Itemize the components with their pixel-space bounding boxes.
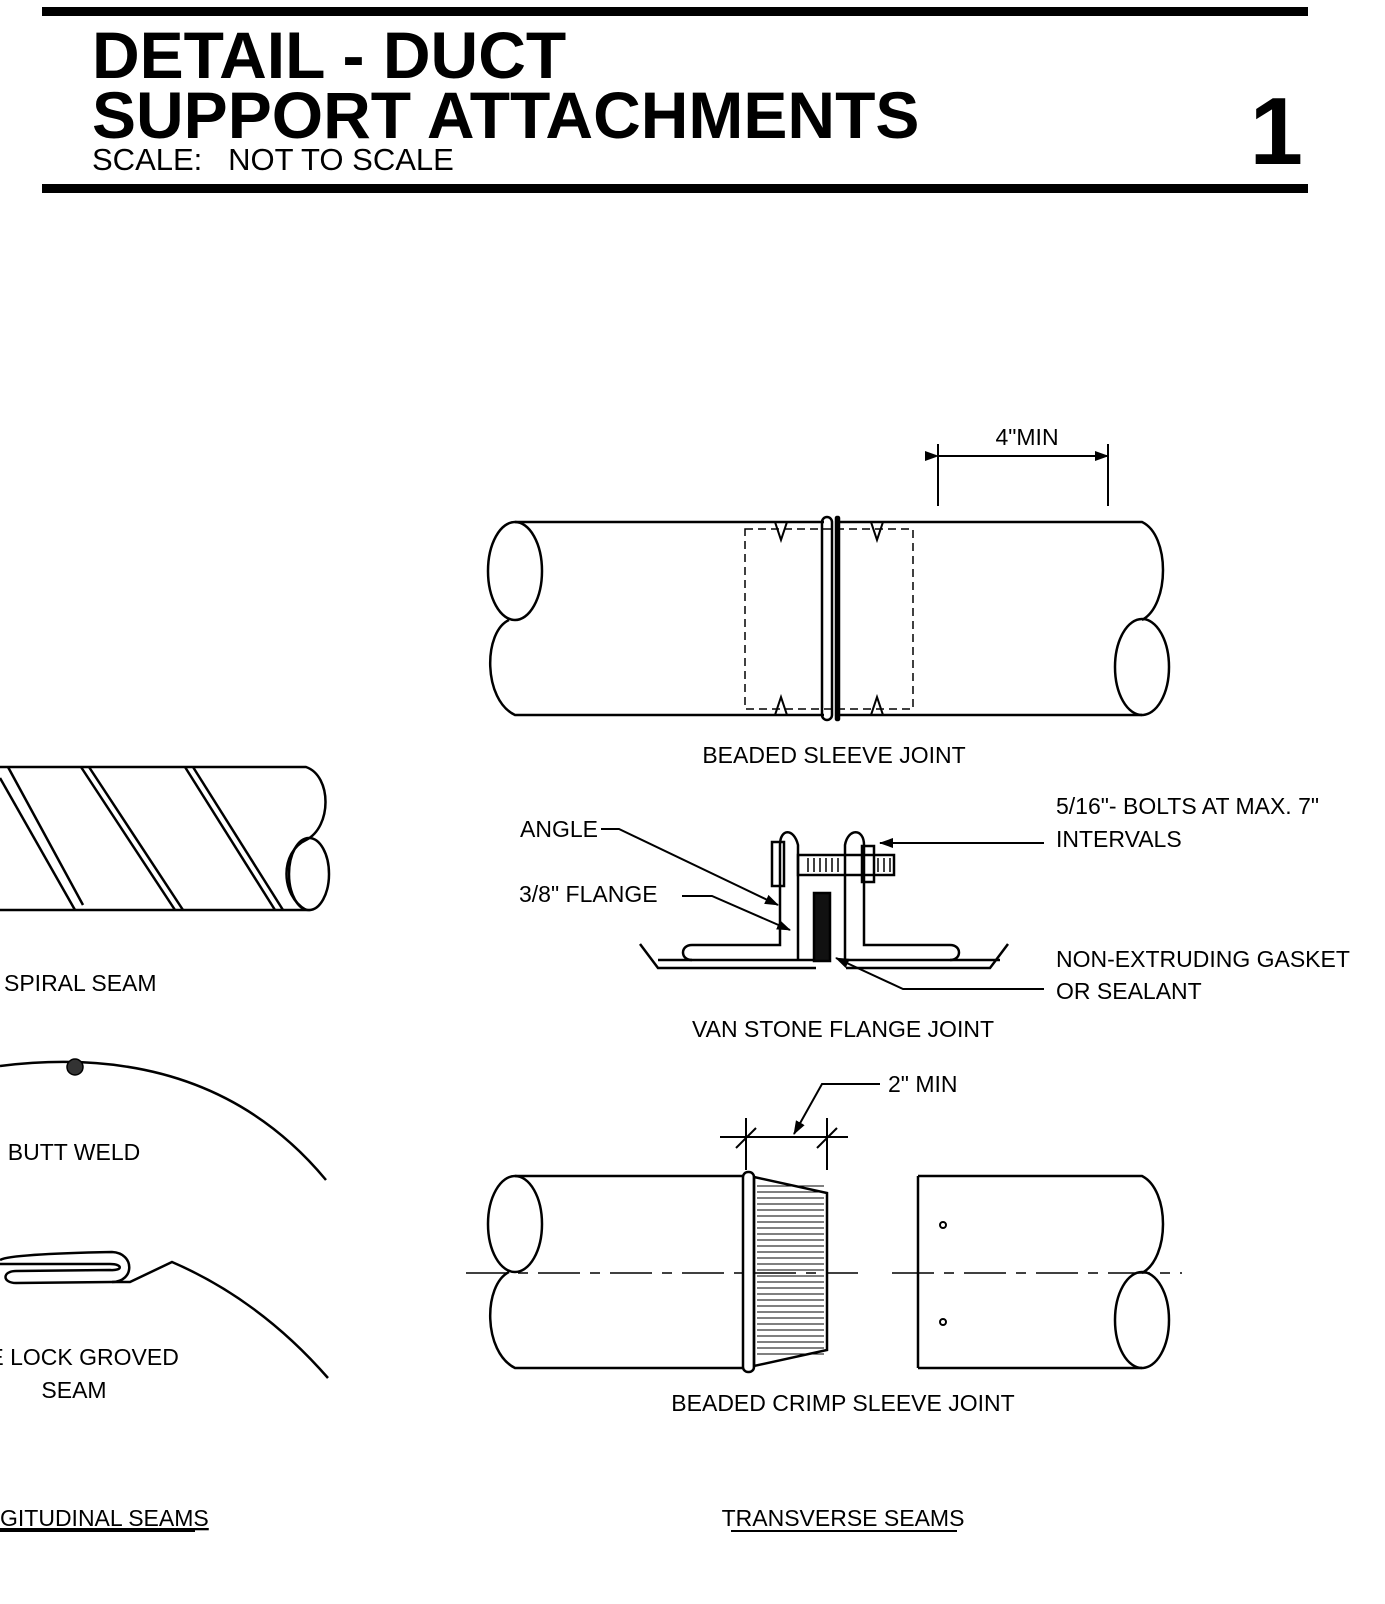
gasket <box>812 891 832 963</box>
spiral-seam-lines <box>0 766 285 911</box>
lock-groove-label-line-2: SEAM <box>41 1377 106 1403</box>
leader-lines <box>601 828 1044 990</box>
duct-walls <box>639 943 1009 970</box>
transverse-seams-heading: TRANSVERSE SEAMS <box>722 1505 965 1531</box>
butt-weld-label: BUTT WELD <box>8 1139 140 1165</box>
lock-groove-section <box>0 1250 329 1379</box>
bolts-label-line-1: 5/16"- BOLTS AT MAX. 7" <box>1056 793 1319 819</box>
scale-line: SCALE: NOT TO SCALE <box>92 143 454 177</box>
title-top-rule <box>42 7 1308 16</box>
weld-bead-mark <box>66 1058 84 1076</box>
butt-weld-section <box>0 1058 327 1181</box>
crimp-bead <box>741 1170 756 1374</box>
detail-number: 1 <box>1249 78 1303 185</box>
sleeve-beads <box>820 515 841 722</box>
receiving-duct-end <box>916 1174 1171 1370</box>
title-line-2: SUPPORT ATTACHMENTS <box>92 78 920 152</box>
title-line-1: DETAIL - DUCT <box>92 18 567 92</box>
crimp-taper <box>752 1175 829 1368</box>
beaded-sleeve-joint <box>486 515 1171 722</box>
van-stone-flange-joint <box>601 828 1044 990</box>
crimp-corrugations <box>757 1185 824 1355</box>
lock-groove-label-line-1: ME LOCK GROVED <box>0 1344 179 1370</box>
dimension-2in <box>720 1083 880 1170</box>
gasket-label-line-1: NON-EXTRUDING GASKET <box>1056 946 1350 972</box>
longitudinal-seams-heading: GITUDINAL SEAMS <box>0 1505 209 1531</box>
flange-left-nut <box>770 840 786 888</box>
dimension-4in <box>925 444 1109 506</box>
flange-right-nut <box>860 844 876 884</box>
crimped-duct-end <box>486 1170 829 1374</box>
angle-label: ANGLE <box>520 816 598 842</box>
inner-sleeve-hidden <box>744 528 914 710</box>
beaded-crimp-sleeve-joint <box>466 1170 1182 1374</box>
crimp-marks <box>774 521 884 716</box>
right-duct-section <box>838 520 1171 717</box>
scale-label: SCALE: <box>92 142 203 177</box>
spiral-seam-duct <box>0 765 331 912</box>
beaded-sleeve-label: BEADED SLEEVE JOINT <box>702 742 965 768</box>
flange-label: 3/8" FLANGE <box>519 881 658 907</box>
bolt-threads <box>807 858 891 872</box>
title-bottom-rule <box>42 184 1308 193</box>
dimension-4in-label: 4"MIN <box>995 424 1058 450</box>
screw-hole-top <box>939 1221 947 1229</box>
left-angle <box>681 831 800 962</box>
van-stone-label: VAN STONE FLANGE JOINT <box>692 1016 994 1042</box>
flange-bolt <box>796 853 896 877</box>
scale-value: NOT TO SCALE <box>228 142 454 177</box>
spiral-seam-label: SPIRAL SEAM <box>4 970 157 996</box>
beaded-crimp-label: BEADED CRIMP SLEEVE JOINT <box>671 1390 1014 1416</box>
dimension-2in-label: 2" MIN <box>888 1071 958 1097</box>
screw-hole-bottom <box>939 1318 947 1326</box>
gasket-label-line-2: OR SEALANT <box>1056 978 1202 1004</box>
bolts-label-line-2: INTERVALS <box>1056 826 1182 852</box>
left-duct-section <box>486 520 824 717</box>
